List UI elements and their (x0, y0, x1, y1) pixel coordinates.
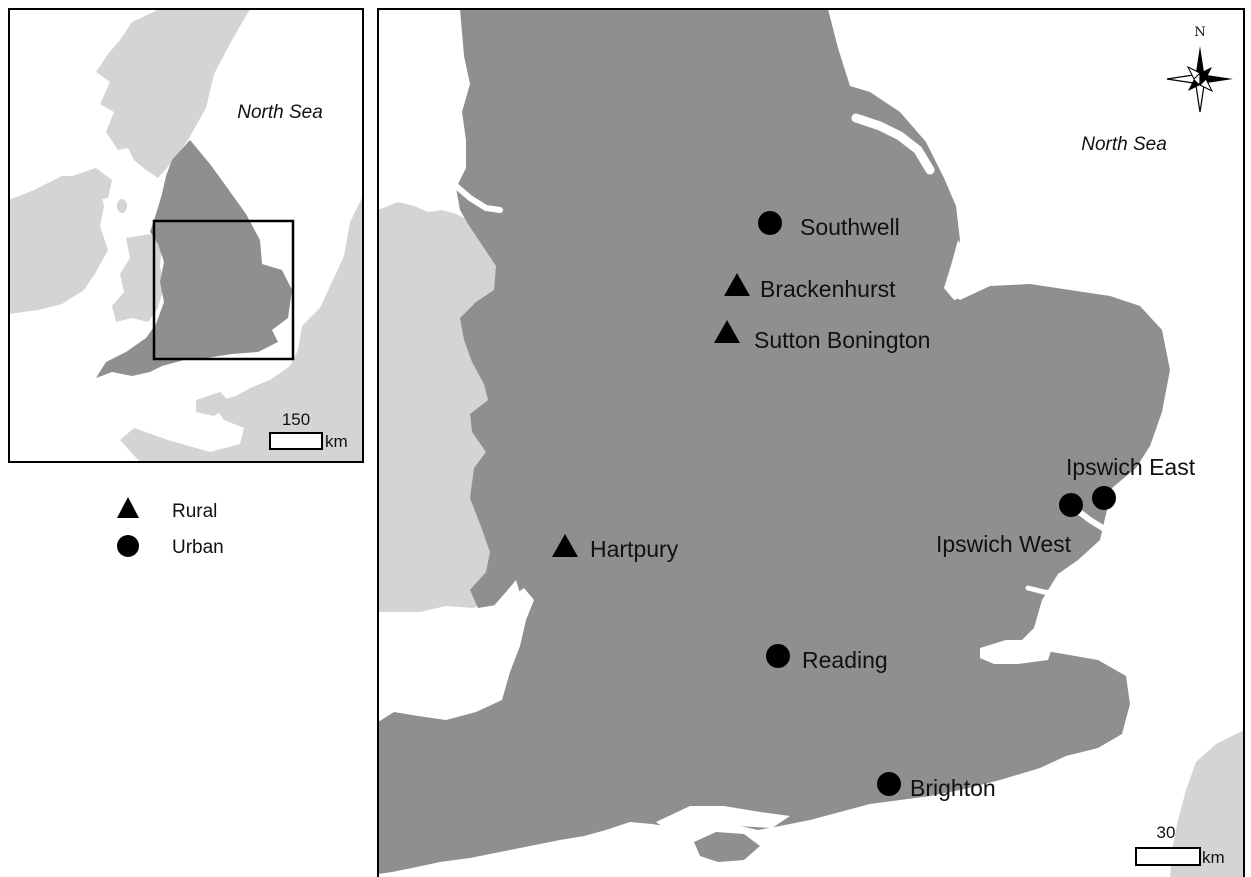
inset-frame (8, 8, 364, 463)
circle-icon (877, 772, 901, 796)
site-hartpury: Hartpury (552, 534, 679, 562)
site-reading: Reading (766, 644, 888, 673)
main-france (1170, 730, 1244, 877)
main-humber (851, 113, 935, 175)
inset-england (96, 140, 292, 378)
main-blackwater (1025, 585, 1063, 597)
circle-icon (1092, 486, 1116, 510)
site-sutton-bonington: Sutton Bonington (714, 320, 930, 353)
inset-extent-box (152, 219, 295, 361)
main-frame (377, 8, 1245, 877)
triangle-icon (724, 273, 750, 296)
site-label: Brackenhurst (760, 276, 896, 302)
inset-continent (120, 196, 363, 462)
site-ipswich-west: Ipswich West (936, 493, 1083, 557)
site-label: Reading (802, 647, 888, 673)
inset-isle-of-man (117, 199, 127, 213)
inset-brittany (196, 392, 232, 416)
site-brighton: Brighton (877, 772, 996, 801)
site-label: Ipswich East (1066, 454, 1196, 480)
circle-icon (117, 535, 139, 557)
circle-icon (1059, 493, 1083, 517)
main-thames (980, 640, 1052, 664)
circle-icon (766, 644, 790, 668)
main-england (378, 9, 1170, 874)
inset-scale-unit: km (325, 432, 348, 451)
site-label: Sutton Bonington (754, 327, 930, 353)
main-isle-of-wight (694, 832, 760, 862)
circle-icon (758, 211, 782, 235)
main-severn (378, 580, 522, 676)
main-scale-bar (1135, 847, 1201, 866)
inset-wales (112, 234, 164, 322)
site-label: Southwell (800, 214, 900, 240)
site-label: Ipswich West (936, 531, 1072, 557)
main-scale-value: 30 (1157, 823, 1176, 842)
inset-ni (72, 168, 112, 200)
site-southwell: Southwell (758, 211, 900, 240)
inset-sea-label: North Sea (237, 102, 323, 123)
north-arrow-icon (1166, 46, 1233, 113)
site-label: Brighton (910, 775, 996, 801)
main-scale-unit: km (1202, 848, 1225, 867)
main-sea-label: North Sea (1081, 134, 1167, 155)
site-brackenhurst: Brackenhurst (724, 273, 896, 302)
inset-scale-bar (269, 432, 323, 450)
main-map: N North Sea Southwell Brackenhurst Sutto… (377, 8, 1245, 877)
main-orwell (1071, 505, 1121, 549)
triangle-icon (117, 497, 139, 518)
north-label: N (1194, 25, 1205, 40)
inset-ireland (9, 176, 108, 314)
triangle-icon (552, 534, 578, 557)
legend: Rural Urban (117, 497, 224, 558)
main-wales (378, 202, 500, 612)
inset-scale-value: 150 (282, 410, 310, 429)
inset-scotland (96, 9, 250, 178)
triangle-icon (714, 320, 740, 343)
inset-map: North Sea 150 km (8, 8, 364, 463)
site-ipswich-east: Ipswich East (1066, 454, 1196, 510)
site-label: Hartpury (590, 536, 679, 562)
main-mersey (453, 183, 503, 213)
main-the-wash (944, 240, 972, 300)
legend-rural-label: Rural (172, 501, 217, 522)
main-solent (656, 806, 790, 834)
legend-urban-label: Urban (172, 537, 224, 558)
